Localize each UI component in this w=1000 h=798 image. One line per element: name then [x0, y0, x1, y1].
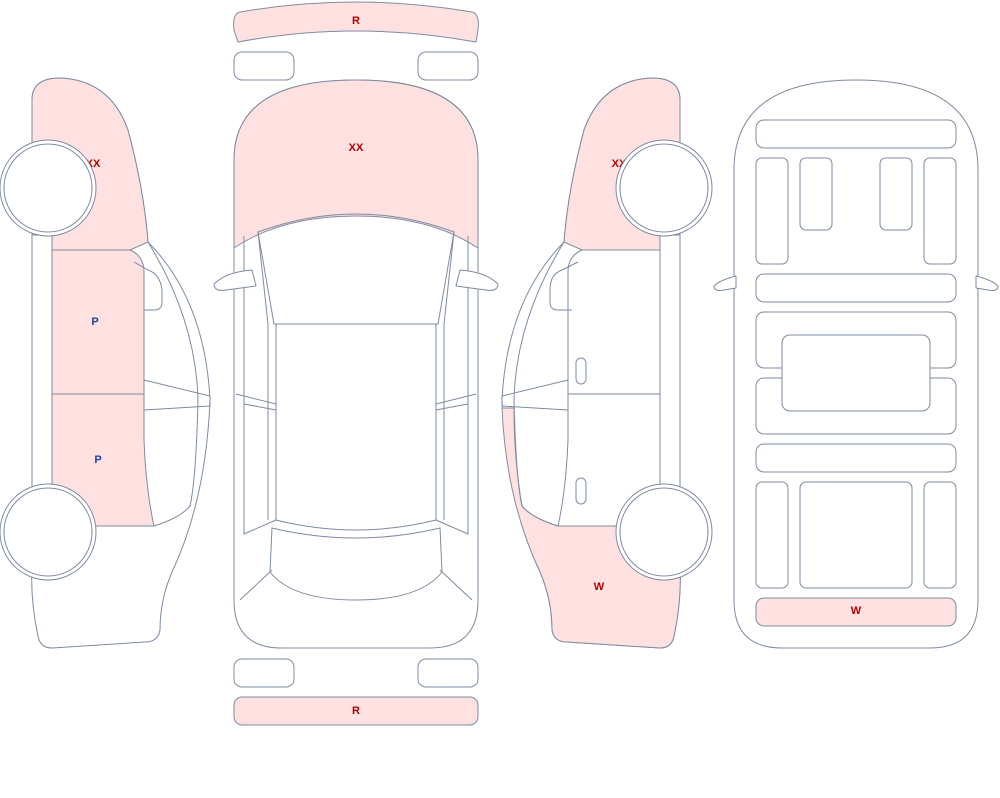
right-side-mirror: [549, 261, 579, 311]
floor-rear-panel-code: W: [851, 605, 862, 617]
left-front-door-code: P: [91, 316, 98, 328]
dashboard-panel[interactable]: [755, 119, 957, 149]
right-window-line: [513, 241, 565, 527]
rear-bumper-top-code: R: [352, 15, 360, 27]
right-front-door-panel[interactable]: [567, 249, 661, 395]
right-rear-wheel[interactable]: [619, 487, 709, 577]
rear-seat-bench[interactable]: [755, 443, 957, 473]
left-side-mirror: [133, 261, 163, 311]
right-b-pillar: [435, 393, 477, 411]
left-rear-door-code: P: [94, 454, 101, 466]
left-side-rail: [243, 236, 277, 535]
right-rear-quarter-code: W: [594, 581, 605, 593]
rear-window-outline: [269, 527, 443, 601]
car-interior-view: W: [713, 79, 999, 649]
right-rear-door-handle[interactable]: [575, 477, 587, 505]
floor-rear-panel[interactable]: [755, 597, 957, 627]
left-window-line: [147, 241, 199, 527]
front-left-door-trim[interactable]: [755, 157, 789, 265]
top-left-light-panel[interactable]: [233, 51, 295, 81]
right-side-rail: [435, 236, 469, 535]
left-a-pillar: [257, 231, 269, 520]
car-top-view: XX: [213, 79, 499, 649]
right-b-pillar-side: [501, 379, 569, 411]
top-right-light-panel[interactable]: [417, 51, 479, 81]
left-mirror[interactable]: [213, 269, 257, 291]
rear-bumper-top-panel[interactable]: [233, 1, 479, 43]
right-mirror[interactable]: [455, 269, 499, 291]
trunk-floor[interactable]: [799, 481, 913, 589]
front-left-seat[interactable]: [799, 157, 833, 231]
interior-left-mirror[interactable]: [713, 275, 737, 291]
center-console[interactable]: [781, 334, 931, 412]
left-b-pillar: [235, 393, 277, 411]
hood-panel[interactable]: [233, 79, 479, 249]
right-front-door-handle[interactable]: [575, 357, 587, 385]
left-b-pillar-side: [143, 379, 211, 411]
car-left-side-view: XX P P: [0, 77, 211, 649]
front-seat-bench[interactable]: [755, 273, 957, 303]
front-right-door-trim[interactable]: [923, 157, 957, 265]
windshield-outline: [257, 213, 455, 325]
car-right-side-view: XX W: [501, 77, 713, 649]
right-a-pillar: [443, 231, 455, 520]
hood-code: XX: [349, 142, 364, 154]
front-bumper-bottom-panel[interactable]: [233, 696, 479, 726]
right-front-wheel[interactable]: [619, 143, 709, 233]
front-bumper-bottom-code: R: [352, 705, 360, 717]
left-front-wheel[interactable]: [3, 143, 93, 233]
right-rear-corner: [439, 569, 473, 601]
rear-right-door-trim[interactable]: [923, 481, 957, 589]
top-bumper-group: R: [233, 1, 479, 81]
bottom-right-light-panel[interactable]: [417, 658, 479, 688]
left-front-door-panel[interactable]: [51, 249, 145, 395]
roof-panel[interactable]: [275, 323, 437, 531]
rear-left-door-trim[interactable]: [755, 481, 789, 589]
left-rear-corner: [239, 569, 273, 601]
bottom-left-light-panel[interactable]: [233, 658, 295, 688]
front-right-seat[interactable]: [879, 157, 913, 231]
bottom-bumper-group: R: [233, 658, 479, 726]
left-rear-wheel[interactable]: [3, 487, 93, 577]
interior-right-mirror[interactable]: [975, 275, 999, 291]
